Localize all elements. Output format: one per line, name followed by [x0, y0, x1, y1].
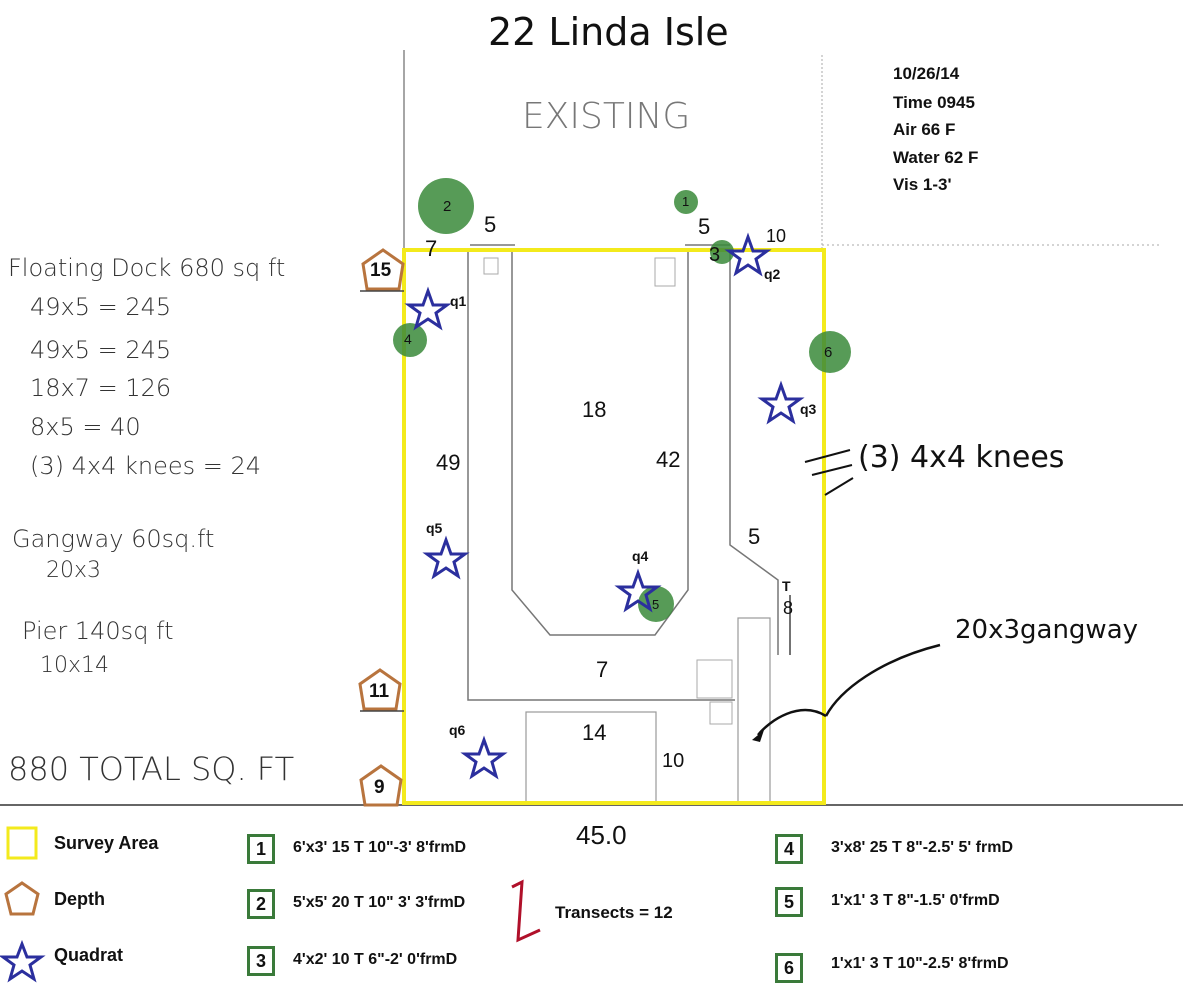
depth-marker-9 — [359, 764, 403, 807]
quadrat-star-q3 — [757, 380, 805, 425]
dim-top-left-7: 7 — [425, 236, 438, 261]
note-gangway: Gangway 60sq.ft — [12, 525, 215, 553]
quadrat-star-q6 — [460, 735, 508, 780]
legend-patch-6-text: 1'x1' 3 T 10"-2.5' 8'frmD — [831, 955, 1009, 972]
dim-pier-10: 10 — [662, 750, 685, 772]
legend-transects: Transects = 12 — [555, 903, 673, 922]
dim-pier-14: 14 — [582, 720, 607, 745]
legend-depth-symbol — [4, 881, 40, 916]
legend-patch-1-text: 6'x3' 15 T 10"-3' 8'frmD — [293, 839, 467, 856]
legend-patch-4-text: 3'x8' 25 T 8"-2.5' 5' frmD — [831, 839, 1013, 856]
eelgrass-patch-3 — [710, 240, 734, 264]
survey-area — [402, 248, 826, 805]
gangway — [737, 617, 771, 805]
eelgrass-label-4: 4 — [404, 331, 412, 347]
note-pier: Pier 140sq ft — [22, 617, 174, 645]
note-line-5: (3) 4x4 knees = 24 — [30, 452, 262, 480]
quadrat-star-q1 — [404, 286, 452, 331]
legend-survey-area: Survey Area — [54, 833, 159, 853]
depth-9: 9 — [374, 777, 385, 798]
dock-outer-right — [729, 248, 779, 655]
legend-patch-1-box: 1 — [247, 834, 275, 864]
eelgrass-label-6: 6 — [824, 344, 833, 361]
quadrat-label-q3: q3 — [800, 401, 817, 417]
quadrat-label-q4: q4 — [632, 548, 649, 564]
cleat-1 — [483, 257, 499, 275]
legend-patch-3-text: 4'x2' 10 T 6"-2' 0'frmD — [293, 951, 458, 968]
knees-note: (3) 4x4 knees — [858, 440, 1065, 475]
existing-label: EXISTING — [522, 96, 691, 137]
red-handwritten-mark — [511, 879, 541, 943]
dim-inner-42: 42 — [656, 447, 681, 472]
legend-patch-4-box: 4 — [775, 834, 803, 864]
dock-outer-left — [467, 248, 735, 701]
info-date: 10/26/14 — [893, 64, 960, 83]
eelgrass-patch-4 — [393, 323, 427, 357]
dim-top-right-10: 10 — [766, 226, 787, 246]
info-air: Air 66 F — [893, 120, 956, 139]
knee-1 — [696, 659, 733, 699]
gangway-note: 20x3gangway — [955, 615, 1139, 645]
legend-quadrat: Quadrat — [54, 945, 124, 965]
info-visibility: Vis 1-3' — [893, 175, 952, 194]
dim-center-18: 18 — [582, 397, 607, 422]
legend-patch-5-text: 1'x1' 3 T 8"-1.5' 0'frmD — [831, 892, 1000, 909]
dim-top-left-5: 5 — [484, 212, 497, 237]
legend-patch-3-box: 3 — [247, 946, 275, 976]
knee-2 — [709, 701, 733, 725]
dim-bottom-7: 7 — [596, 657, 609, 682]
eelgrass-label-2: 2 — [443, 198, 452, 215]
quadrat-star-q4 — [614, 568, 662, 613]
note-line-3: 18x7 = 126 — [30, 374, 172, 402]
eelgrass-patch-1 — [674, 190, 698, 214]
eelgrass-label-1: 1 — [682, 194, 690, 209]
note-floating-dock: Floating Dock 680 sq ft — [8, 254, 286, 282]
dim-gangway-t: T — [782, 578, 791, 594]
info-time: Time 0945 — [893, 93, 975, 112]
legend-patch-6-box: 6 — [775, 953, 803, 983]
legend-depth: Depth — [54, 889, 105, 909]
note-line-2: 49x5 = 245 — [30, 336, 172, 364]
quadrat-label-q1: q1 — [450, 293, 467, 309]
quadrat-label-q6: q6 — [449, 722, 466, 738]
eelgrass-label-5: 5 — [652, 597, 660, 612]
dim-top-right-3: 3 — [709, 244, 721, 266]
depth-marker-15 — [361, 248, 405, 291]
quadrat-label-q2: q2 — [764, 266, 781, 282]
note-pier-dim: 10x14 — [40, 653, 110, 678]
eelgrass-patch-6 — [809, 331, 851, 373]
dim-top-right-5: 5 — [698, 214, 711, 239]
dim-gangway-8: 8 — [783, 598, 794, 618]
note-line-1: 49x5 = 245 — [30, 293, 172, 321]
legend-patch-2-text: 5'x5' 20 T 10" 3' 3'frmD — [293, 894, 466, 911]
dim-left-49: 49 — [436, 450, 461, 475]
quadrat-label-q5: q5 — [426, 520, 443, 536]
note-total: 880 TOTAL SQ. FT — [8, 750, 295, 788]
legend-quadrat-symbol — [0, 939, 46, 983]
depth-15: 15 — [370, 260, 392, 281]
note-line-4: 8x5 = 40 — [30, 413, 141, 441]
eelgrass-patch-2 — [418, 178, 474, 234]
legend-survey-symbol — [6, 826, 38, 860]
site-title: 22 Linda Isle — [488, 10, 729, 54]
quadrat-star-q2 — [724, 232, 772, 277]
dim-right-5: 5 — [748, 524, 761, 549]
dim-width-45: 45.0 — [576, 820, 627, 850]
info-water: Water 62 F — [893, 148, 979, 167]
quadrat-star-q5 — [422, 535, 470, 580]
cleat-2 — [654, 257, 676, 287]
legend-patch-5-box: 5 — [775, 887, 803, 917]
legend-patch-2-box: 2 — [247, 889, 275, 919]
note-gangway-dim: 20x3 — [46, 558, 102, 583]
depth-marker-11 — [358, 668, 402, 711]
gangway-arrow — [757, 643, 941, 736]
dock-slip — [511, 248, 689, 636]
depth-11: 11 — [369, 681, 390, 702]
